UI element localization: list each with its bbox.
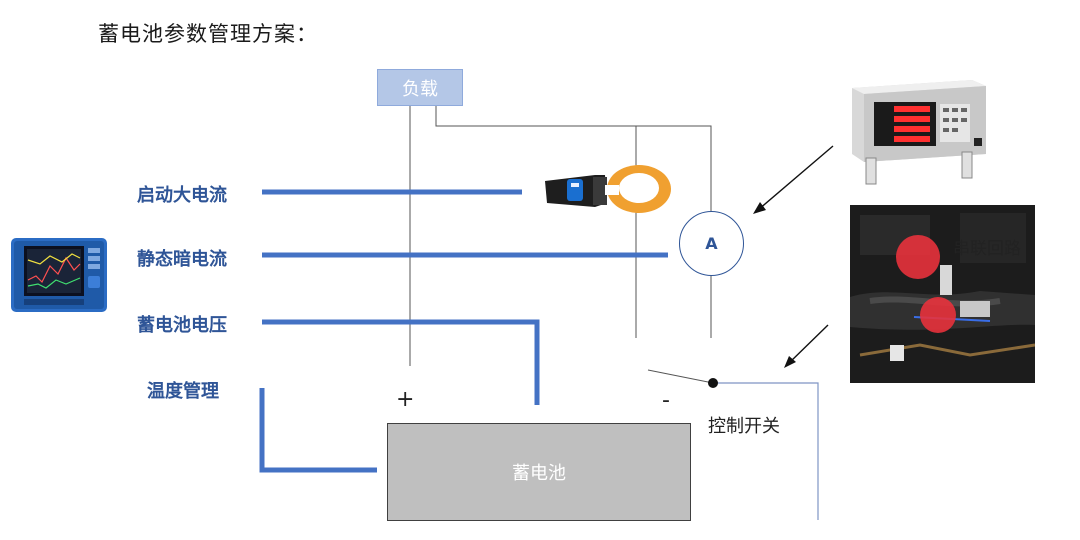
arrow-power-meter [757, 145, 834, 211]
power-meter-icon [852, 80, 986, 185]
wire-temperature [259, 388, 377, 473]
arrowhead-photo [784, 356, 796, 368]
battery-label: 蓄电池 [512, 463, 566, 484]
ammeter: A [679, 211, 744, 276]
load-box: 负载 [377, 69, 463, 106]
clamp-meter-icon [545, 165, 671, 213]
engine-bay-photo [850, 205, 1035, 383]
switch-pivot [708, 378, 718, 388]
terminal-minus: - [662, 388, 670, 413]
load-label: 负载 [402, 78, 438, 100]
label-dark-current: 静态暗电流 [137, 249, 227, 270]
label-start-current: 启动大电流 [137, 185, 227, 206]
page-title: 蓄电池参数管理方案： [98, 22, 318, 46]
label-temperature: 温度管理 [147, 381, 219, 402]
switch-label: 控制开关 [708, 416, 780, 437]
switch-output-wire [713, 382, 819, 520]
label-battery-voltage: 蓄电池电压 [137, 315, 227, 336]
battery-box: 蓄电池 [387, 423, 691, 521]
series-loop-label: 串联回路 [953, 239, 1021, 259]
arrow-photo [787, 324, 829, 365]
data-logger-icon [11, 238, 107, 312]
wire-battery-voltage [262, 319, 540, 405]
arrowhead-power-meter [753, 202, 766, 214]
load-return-wire [435, 106, 712, 211]
terminal-plus: + [396, 387, 415, 412]
ammeter-symbol: A [705, 234, 718, 253]
switch-blade [647, 369, 714, 384]
